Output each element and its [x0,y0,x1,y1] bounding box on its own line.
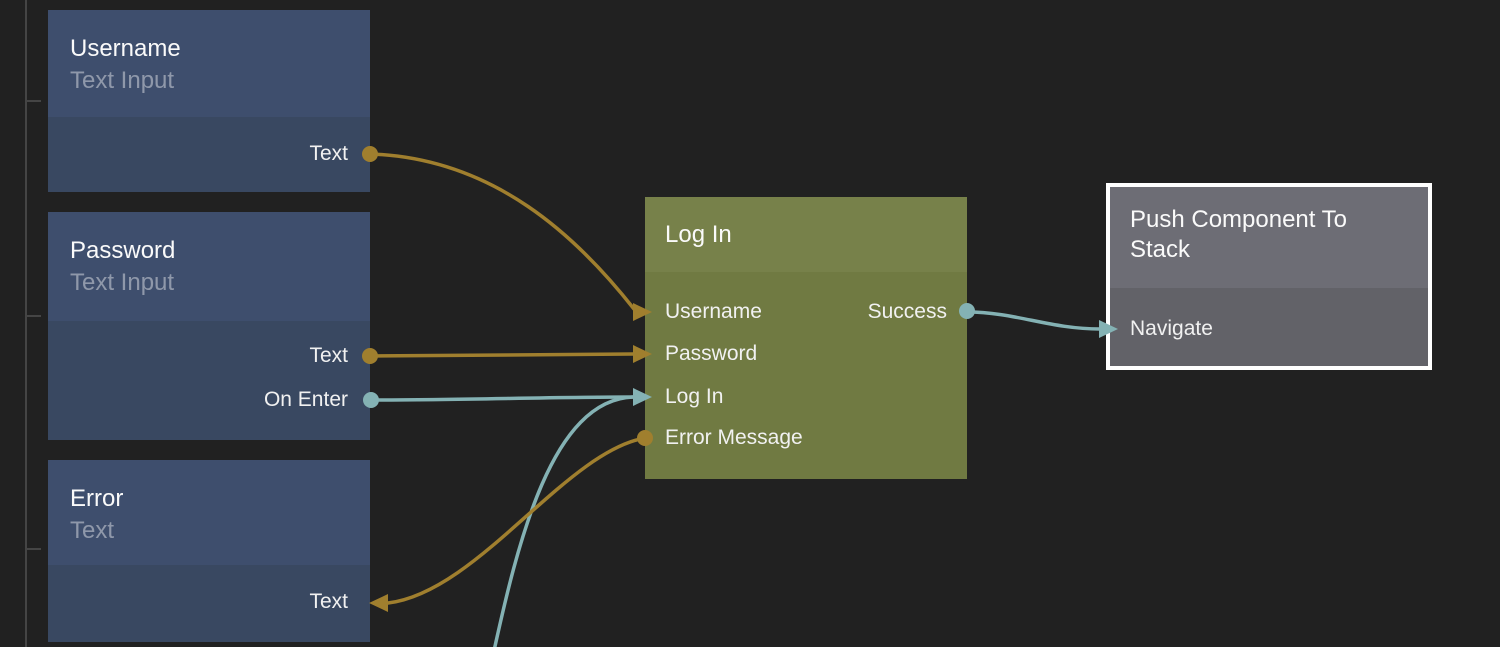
port-label: Success [867,300,947,323]
port-label: Password [665,342,758,365]
port-label: Text [309,590,348,613]
node-title: Error [70,485,124,512]
port-login-username[interactable]: Username [665,300,762,324]
port-login-password[interactable]: Password [665,342,757,366]
wire-username-text-to-login-username[interactable] [368,152,636,311]
hierarchy-rail [25,0,41,647]
node-title: Password [70,237,176,264]
port-error-text[interactable]: Text [309,590,348,614]
node-push-component-to-stack[interactable]: Push Component To Stack Navigate [1106,183,1432,370]
port-label: Log In [665,385,724,408]
node-error[interactable]: Error Text Text [48,460,370,642]
port-push-navigate[interactable]: Navigate [1130,317,1213,341]
wire-error-message-to-error-text[interactable] [386,436,647,605]
port-label: Username [665,300,762,323]
port-username-text[interactable]: Text [309,142,348,166]
node-title: Log In [665,220,732,248]
node-header: Password Text Input [48,212,370,321]
node-title: Username [70,35,181,62]
port-label: Navigate [1130,317,1213,340]
wire-offscreen-to-login-login[interactable] [492,395,635,647]
wire-success-to-navigate[interactable] [965,310,1102,331]
node-subtitle: Text Input [70,67,175,94]
node-ports-area: Text On Enter [48,321,370,440]
node-ports-area: Text [48,117,370,192]
node-header: Push Component To Stack [1110,187,1428,288]
port-password-text[interactable]: Text [309,344,348,368]
wire-on-enter-to-login-login[interactable] [369,395,635,402]
port-login-success[interactable]: Success [868,300,947,324]
node-header: Error Text [48,460,370,565]
port-label: Text [309,344,348,367]
node-ports-area: Username Password Log In Error Message S… [645,272,967,479]
port-password-on-enter[interactable]: On Enter [264,388,348,412]
port-label: Error Message [665,426,803,449]
node-ports-area: Navigate [1110,288,1428,366]
arrowhead-error-text[interactable] [369,594,388,612]
node-header: Username Text Input [48,10,370,117]
port-label: Text [309,142,348,165]
node-login[interactable]: Log In Username Password Log In Error Me… [645,197,967,479]
node-title: Push Component To Stack [1130,206,1348,263]
node-subtitle: Text [70,517,115,544]
node-subtitle: Text Input [70,269,175,296]
port-login-error-message[interactable]: Error Message [665,426,803,450]
port-login-login[interactable]: Log In [665,385,723,409]
node-ports-area: Text [48,565,370,642]
node-header: Log In [645,197,967,272]
node-password[interactable]: Password Text Input Text On Enter [48,212,370,440]
wire-password-text-to-login-password[interactable] [368,352,635,358]
port-label: On Enter [263,388,348,411]
node-username[interactable]: Username Text Input Text [48,10,370,192]
